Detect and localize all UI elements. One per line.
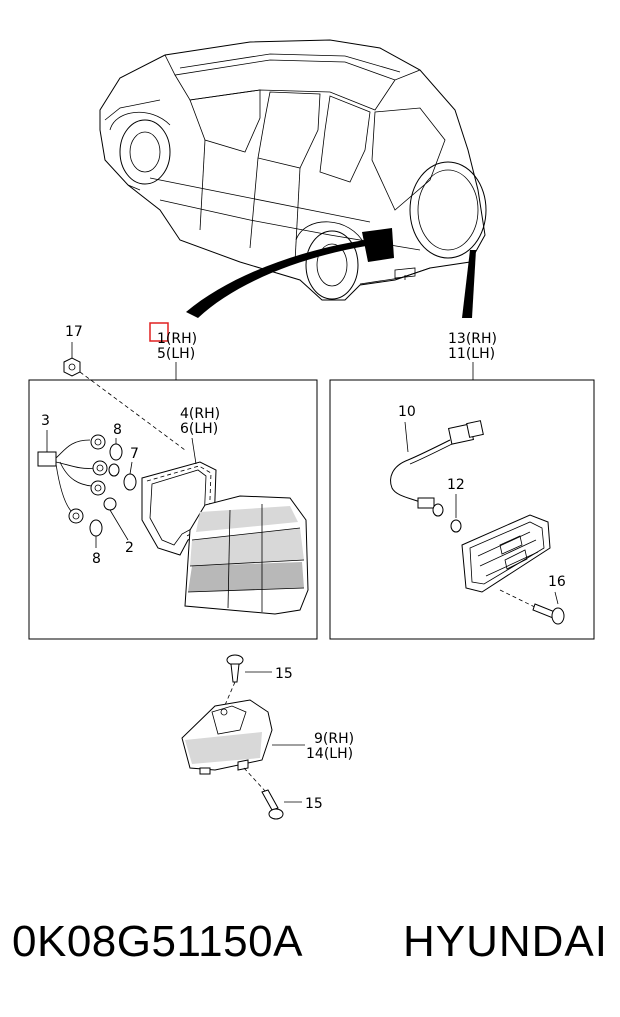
callout-17: 17 — [65, 324, 83, 340]
license-lamp-box — [329, 379, 595, 640]
license-lamp-housing — [461, 514, 551, 593]
callout-8-top: 8 — [113, 422, 122, 438]
bulb-12 — [450, 494, 462, 533]
callout-5-lh: 5(LH) — [157, 346, 195, 362]
callout-14-lh: 14(LH) — [306, 746, 353, 762]
screw-16 — [532, 591, 565, 625]
callout-10: 10 — [398, 404, 416, 420]
callout-1-rh: 1(RH) — [157, 331, 197, 347]
callout-16: 16 — [548, 574, 566, 590]
side-reflector — [181, 699, 305, 775]
callout-15-bottom: 15 — [305, 796, 323, 812]
brand-name: HYUNDAI — [402, 917, 608, 966]
callout-15-top: 15 — [275, 666, 293, 682]
callout-12: 12 — [447, 477, 465, 493]
screw-15-bottom — [261, 789, 302, 820]
callout-9-rh: 9(RH) — [314, 731, 354, 747]
wiring-harness-3 — [37, 430, 96, 513]
socket-bulb-group — [68, 434, 137, 548]
callout-8-bottom: 8 — [92, 551, 101, 567]
callout-7: 7 — [130, 446, 139, 462]
part-number: 0K08G51150A — [12, 917, 303, 966]
nut-17 — [63, 342, 81, 377]
callout-6-lh: 6(LH) — [180, 421, 218, 437]
callout-4-rh: 4(RH) — [180, 406, 220, 422]
callout-2: 2 — [125, 540, 134, 556]
rear-lamp-box — [28, 379, 318, 640]
screw-15-top — [226, 654, 272, 683]
license-harness-10 — [390, 420, 484, 517]
callout-3: 3 — [41, 413, 50, 429]
leader-arrow-right — [462, 250, 476, 318]
highlight-marker — [149, 322, 169, 342]
lamp-lens — [184, 495, 309, 615]
vehicle-illustration — [99, 39, 487, 301]
callout-11-lh: 11(LH) — [448, 346, 495, 362]
callout-13-rh: 13(RH) — [448, 331, 497, 347]
leader-arrow-left — [186, 240, 366, 318]
footer: 0K08G51150A HYUNDAI — [0, 912, 620, 972]
